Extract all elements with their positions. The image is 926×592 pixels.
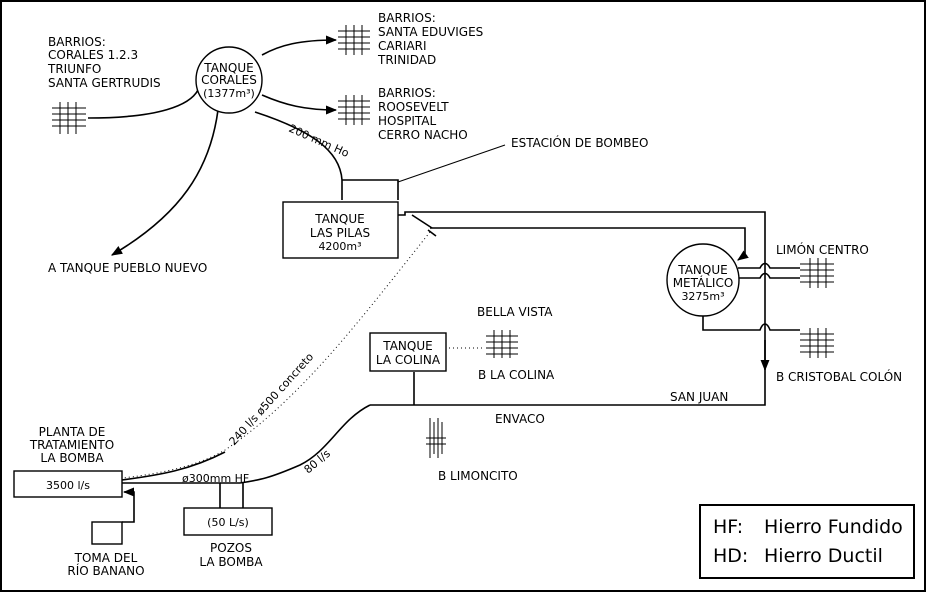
pumping-station-label: ESTACIÓN DE BOMBEO (511, 135, 648, 150)
wells-flow: (50 L/s) (207, 516, 249, 529)
plant-label-line3: LA BOMBA (40, 451, 104, 465)
corales-group-line2: CORALES 1.2.3 (48, 48, 138, 62)
grid-symbol-limon-centro (800, 258, 834, 288)
pipe-300-label: ø300mm HF (182, 472, 249, 485)
wells-label-line2: LA BOMBA (199, 555, 263, 569)
tank-las-pilas-capacity: 4200m³ (318, 240, 361, 253)
pueblo-nuevo-label: A TANQUE PUEBLO NUEVO (48, 261, 207, 275)
plant-box: 3500 l/s (13, 470, 123, 498)
tank-la-colina: TANQUE LA COLINA (369, 332, 447, 372)
corales-group-line3: TRIUNFO (47, 62, 101, 76)
wells-label: POZOS LA BOMBA (199, 541, 263, 569)
corales-group-line1: BARRIOS: (48, 35, 106, 49)
tank-metalico-capacity: 3275m³ (681, 290, 724, 303)
pipe-500-label: 240 l/s ø500 concreto (227, 350, 317, 448)
tank-las-pilas: TANQUE LAS PILAS 4200m³ (282, 201, 399, 259)
pipe-200-label: 200 mm Ho (287, 122, 351, 160)
roosevelt-line2: ROOSEVELT (378, 100, 449, 114)
tank-metalico-name2: METÁLICO (673, 275, 734, 290)
legend-hd-text: Hierro Ductil (764, 545, 883, 567)
legend-hf-abbr: HF: (713, 516, 743, 538)
tank-metalico: TANQUE METÁLICO 3275m³ (666, 243, 740, 317)
intake-label-line2: RÍO BANANO (67, 563, 144, 578)
bella-vista-label: BELLA VISTA (477, 305, 553, 319)
wells-label-line1: POZOS (210, 541, 252, 555)
la-colina-label: B LA COLINA (478, 368, 555, 382)
tank-la-colina-name: TANQUE (382, 339, 432, 353)
plant-label-line2: TRATAMIENTO (29, 438, 114, 452)
intake-box (91, 521, 123, 545)
tank-corales: TANQUE CORALES (1377m³) (195, 46, 263, 114)
santa-eduviges-line2: SANTA EDUVIGES (378, 25, 483, 39)
san-juan-label: SAN JUAN (670, 390, 728, 404)
limoncito-label: B LIMONCITO (438, 469, 518, 483)
grid-symbol-bella-vista (486, 330, 518, 358)
roosevelt-line4: CERRO NACHO (378, 128, 468, 142)
tank-la-colina-name2: LA COLINA (376, 353, 441, 367)
tank-metalico-name: TANQUE (677, 263, 727, 277)
plant-label: PLANTA DE TRATAMIENTO LA BOMBA (29, 425, 114, 465)
corales-group-line4: SANTA GERTRUDIS (48, 76, 161, 90)
santa-eduviges-line1: BARRIOS: (378, 11, 436, 25)
santa-eduviges-line3: CARIARI (378, 39, 427, 53)
roosevelt-line3: HOSPITAL (378, 114, 436, 128)
grid-symbol-limoncito (426, 418, 446, 458)
grid-symbol-santa-eduviges (338, 25, 370, 55)
grid-symbol-roosevelt (338, 95, 370, 125)
tank-las-pilas-name: TANQUE (314, 212, 364, 226)
roosevelt-line1: BARRIOS: (378, 86, 436, 100)
wells-box: (50 L/s) (183, 507, 273, 536)
tank-corales-name2: CORALES (201, 73, 257, 87)
plant-flow: 3500 l/s (46, 479, 90, 492)
cristobal-colon-label: B CRISTOBAL COLÓN (776, 369, 902, 384)
tank-las-pilas-name2: LAS PILAS (310, 226, 370, 240)
roosevelt-group-label: BARRIOS: ROOSEVELT HOSPITAL CERRO NACHO (378, 86, 468, 142)
santa-eduviges-group-label: BARRIOS: SANTA EDUVIGES CARIARI TRINIDAD (377, 11, 483, 67)
legend: HF: Hierro Fundido HD: Hierro Ductil (699, 504, 915, 579)
grid-symbol-corales (52, 102, 86, 134)
intake-label: TOMA DEL RÍO BANANO (67, 551, 144, 578)
tank-corales-capacity: (1377m³) (203, 87, 255, 100)
tank-corales-name: TANQUE (203, 61, 253, 75)
plant-label-line1: PLANTA DE (39, 425, 106, 439)
intake-label-line1: TOMA DEL (74, 551, 138, 565)
limon-centro-label: LIMÓN CENTRO (776, 242, 869, 257)
envaco-label: ENVACO (495, 412, 545, 426)
legend-hf-text: Hierro Fundido (764, 516, 903, 538)
santa-eduviges-line4: TRINIDAD (377, 53, 436, 67)
corales-group-label: BARRIOS: CORALES 1.2.3 TRIUNFO SANTA GER… (47, 35, 161, 90)
grid-symbol-cristobal-colon (800, 328, 834, 358)
legend-hd-abbr: HD: (713, 545, 748, 567)
pipe-network (87, 35, 800, 523)
pipe-80-label: 80 l/s (302, 447, 334, 476)
